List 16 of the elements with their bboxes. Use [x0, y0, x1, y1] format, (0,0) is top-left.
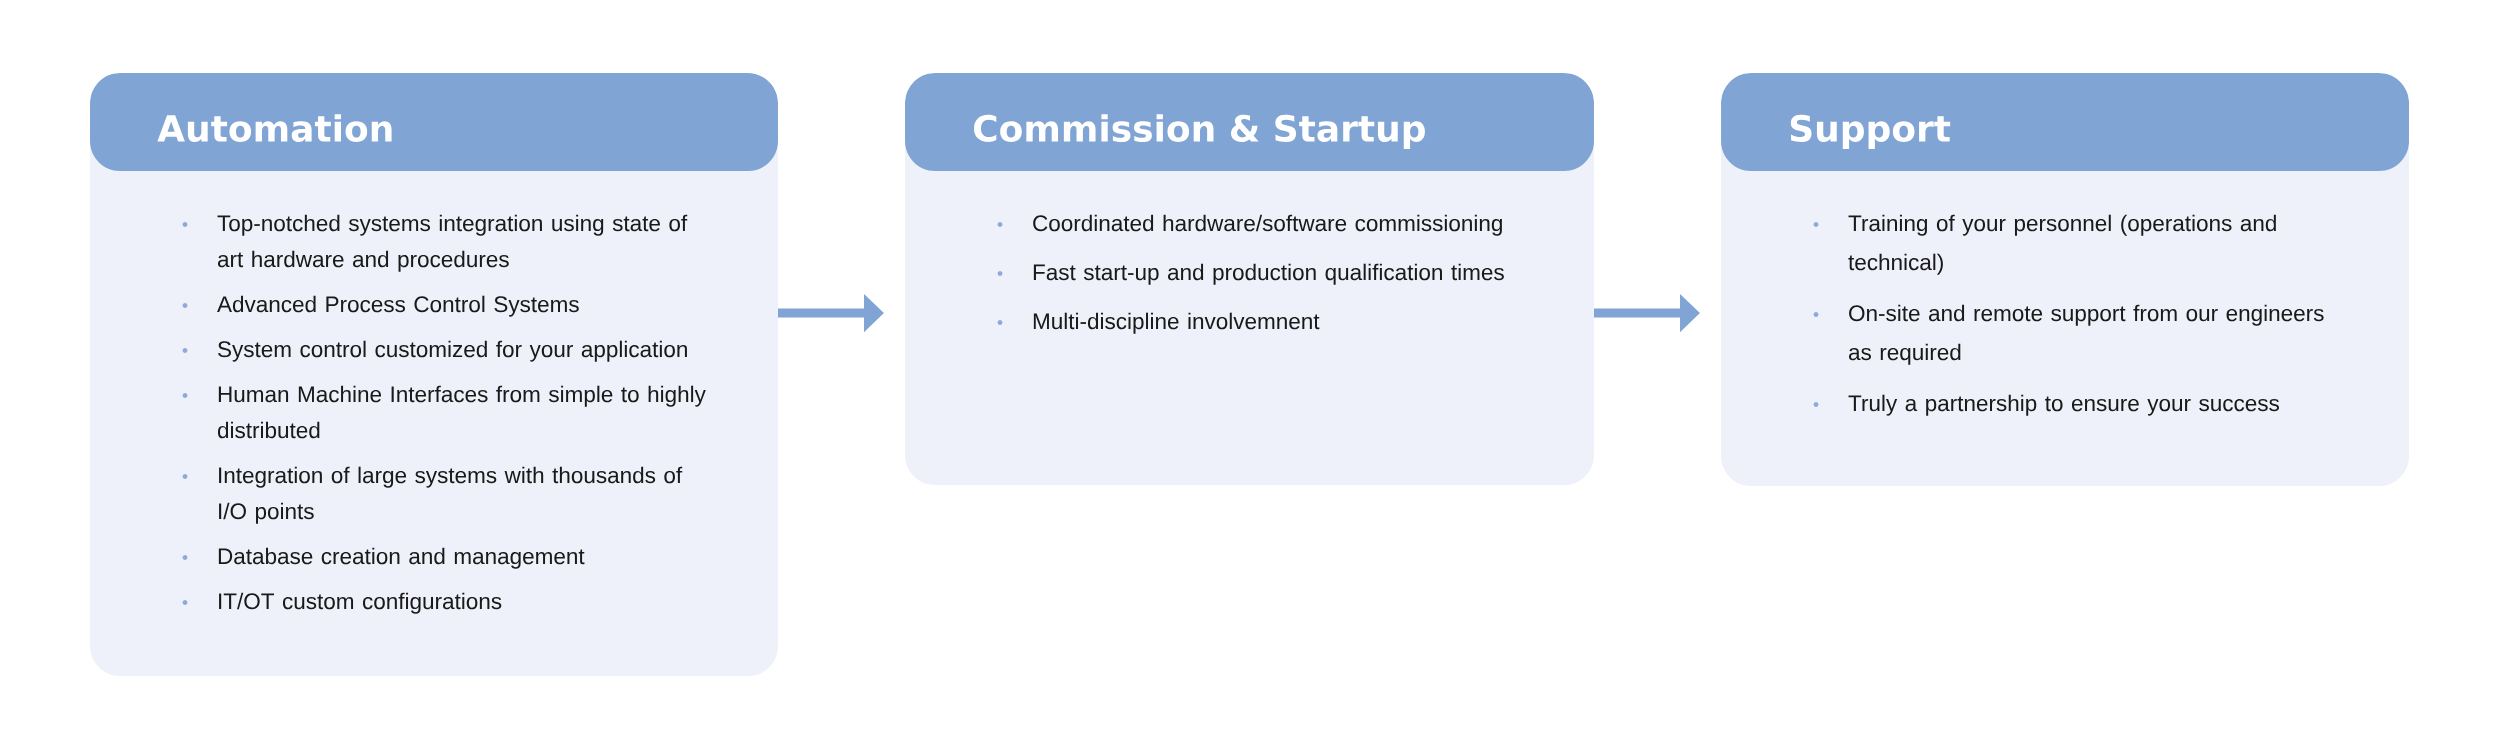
list-item: Database creation and management	[218, 547, 585, 569]
list-item: Top-notched systems integration using state of art hardware and procedures	[217, 214, 688, 272]
list-item: Truly a partnership to ensure your success	[1848, 394, 2279, 416]
card-title: Automation	[157, 114, 392, 142]
list-item: Multi-discipline involvemnent	[1033, 312, 1320, 334]
list-item: Human Machine Interfaces from simple to highly distributed	[217, 385, 706, 439]
card-title: Commission & Startup	[974, 114, 1425, 149]
list-item: System control customized for your application	[218, 340, 687, 362]
list-item: Fast start-up and production qualification times	[1033, 263, 1504, 285]
list-item: Integration of large systems with thousands of I/O points	[219, 466, 683, 524]
card-title: Support	[1790, 114, 1951, 149]
list-item: Coordinated hardware/software commissioning	[1033, 214, 1502, 236]
list-item: Training of your personnel (operations and technical)	[1848, 214, 2276, 275]
list-item: IT/OT custom configurations	[219, 592, 502, 614]
list-item: Advanced Process Control Systems	[217, 295, 579, 317]
list-item: On-site and remote support from our engineers as required	[1849, 304, 2324, 365]
